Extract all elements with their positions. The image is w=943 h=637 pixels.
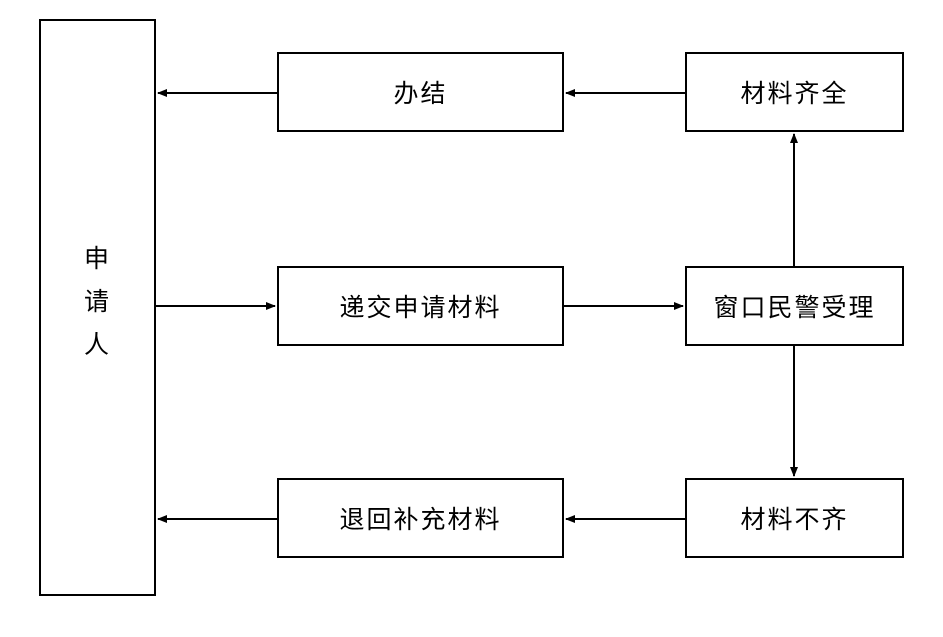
applicant-char: 申 xyxy=(83,244,111,273)
node-window-police: 窗口民警受理 xyxy=(685,266,904,346)
node-materials-complete: 材料齐全 xyxy=(685,52,904,132)
node-materials-complete-label: 材料齐全 xyxy=(740,79,849,108)
node-submit-materials-label: 递交申请材料 xyxy=(339,293,502,322)
applicant-char: 人 xyxy=(83,330,111,359)
node-return-supplement: 退回补充材料 xyxy=(277,478,564,558)
applicant-char: 请 xyxy=(83,287,111,316)
node-submit-materials: 递交申请材料 xyxy=(277,266,564,346)
node-materials-incomplete: 材料不齐 xyxy=(685,478,904,558)
node-materials-incomplete-label: 材料不齐 xyxy=(740,505,849,534)
applicant-label: 申 请 人 xyxy=(41,246,154,357)
applicant-box: 申 请 人 xyxy=(39,19,156,596)
node-window-police-label: 窗口民警受理 xyxy=(713,293,876,322)
node-banjie: 办结 xyxy=(277,52,564,132)
node-return-supplement-label: 退回补充材料 xyxy=(339,505,502,534)
node-banjie-label: 办结 xyxy=(393,79,448,108)
